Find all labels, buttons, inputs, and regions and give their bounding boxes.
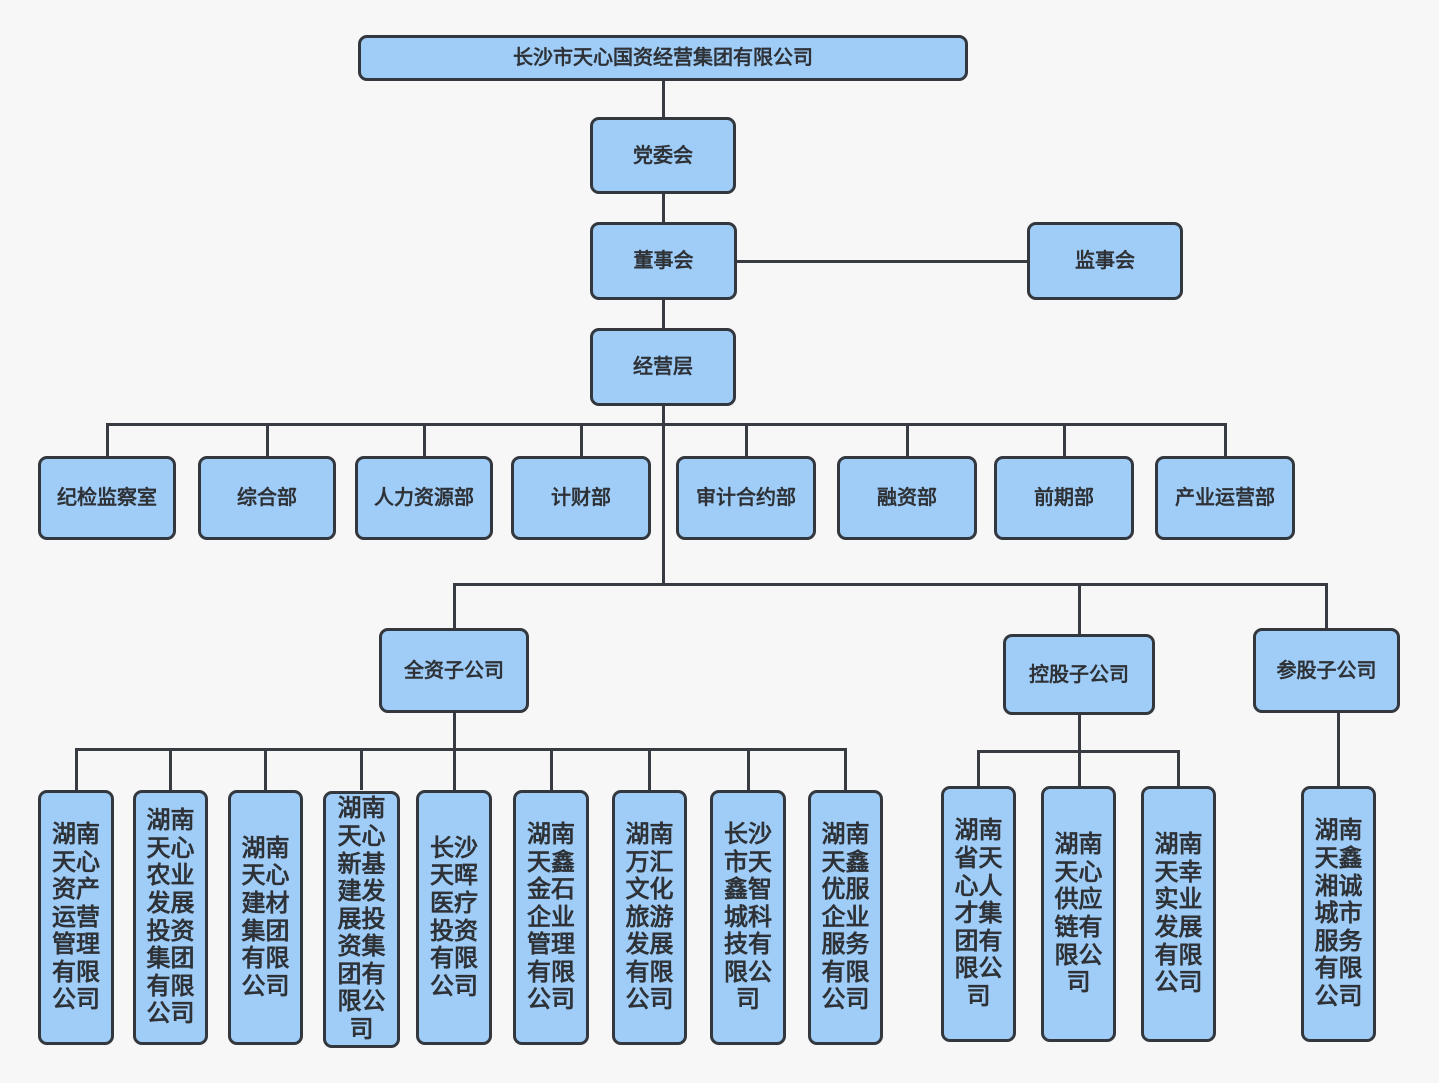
dept-audit-contract: 审计合约部	[676, 456, 816, 540]
connector	[661, 81, 665, 117]
company-node: 湖南天心农业发展投资集团有限公司	[133, 790, 208, 1045]
company-node: 湖南天心供应链有限公司	[1041, 786, 1116, 1042]
org-node-board-of-directors: 董事会	[590, 222, 737, 300]
dept-general-office: 综合部	[198, 456, 336, 540]
connector	[1223, 423, 1227, 456]
connector	[977, 750, 1180, 753]
connector	[1077, 583, 1081, 634]
connector	[452, 583, 456, 628]
dept-financing: 融资部	[837, 456, 977, 540]
connector	[1062, 423, 1066, 456]
company-node: 长沙天晖医疗投资有限公司	[416, 790, 492, 1045]
company-node: 湖南天心资产运营管理有限公司	[38, 790, 114, 1045]
connector	[746, 748, 750, 790]
company-node: 湖南天心新基建发展投资集团有限公司	[323, 791, 400, 1048]
dept-industry-operation: 产业运营部	[1155, 456, 1295, 540]
connector	[1337, 713, 1340, 786]
connector	[74, 748, 847, 751]
company-node: 湖南天鑫湘诚城市服务有限公司	[1301, 786, 1376, 1042]
connector	[737, 259, 1027, 263]
company-node: 湖南万汇文化旅游发展有限公司	[612, 790, 687, 1045]
company-node: 湖南天鑫金石企业管理有限公司	[513, 790, 589, 1045]
dept-preliminary: 前期部	[994, 456, 1134, 540]
company-node: 湖南省天心人才集团有限公司	[941, 786, 1016, 1042]
connector	[422, 423, 426, 456]
connector	[549, 748, 553, 790]
connector	[452, 713, 456, 790]
connector	[661, 194, 665, 222]
connector	[648, 748, 651, 790]
group-wholly-owned: 全资子公司	[379, 628, 529, 713]
connector	[264, 748, 267, 790]
connector	[169, 748, 172, 790]
connector	[744, 423, 748, 456]
connector	[265, 423, 269, 456]
connector	[74, 748, 78, 790]
connector	[579, 423, 583, 456]
connector	[1325, 583, 1328, 628]
company-node: 湖南天心建材集团有限公司	[228, 790, 303, 1045]
connector	[1177, 750, 1180, 786]
connector	[844, 748, 847, 790]
connector	[977, 750, 980, 786]
connector	[105, 423, 1227, 426]
dept-finance: 计财部	[511, 456, 651, 540]
company-node: 湖南天幸实业发展有限公司	[1141, 786, 1216, 1042]
company-node: 湖南天鑫优服企业服务有限公司	[808, 790, 883, 1045]
group-holding: 控股子公司	[1003, 634, 1155, 715]
connector	[661, 406, 665, 585]
org-node-root: 长沙市天心国资经营集团有限公司	[358, 35, 968, 81]
connector	[360, 748, 363, 790]
dept-discipline-inspection: 纪检监察室	[38, 456, 176, 540]
org-node-party-committee: 党委会	[590, 117, 736, 194]
connector	[452, 583, 1328, 586]
connector	[905, 423, 909, 456]
org-node-management: 经营层	[590, 328, 736, 406]
connector	[661, 300, 665, 328]
connector	[105, 423, 109, 456]
org-node-supervisory-board: 监事会	[1027, 222, 1183, 300]
group-minority-stake: 参股子公司	[1253, 628, 1400, 713]
dept-human-resources: 人力资源部	[355, 456, 493, 540]
company-node: 长沙市天鑫智城科技有限公司	[710, 790, 786, 1045]
